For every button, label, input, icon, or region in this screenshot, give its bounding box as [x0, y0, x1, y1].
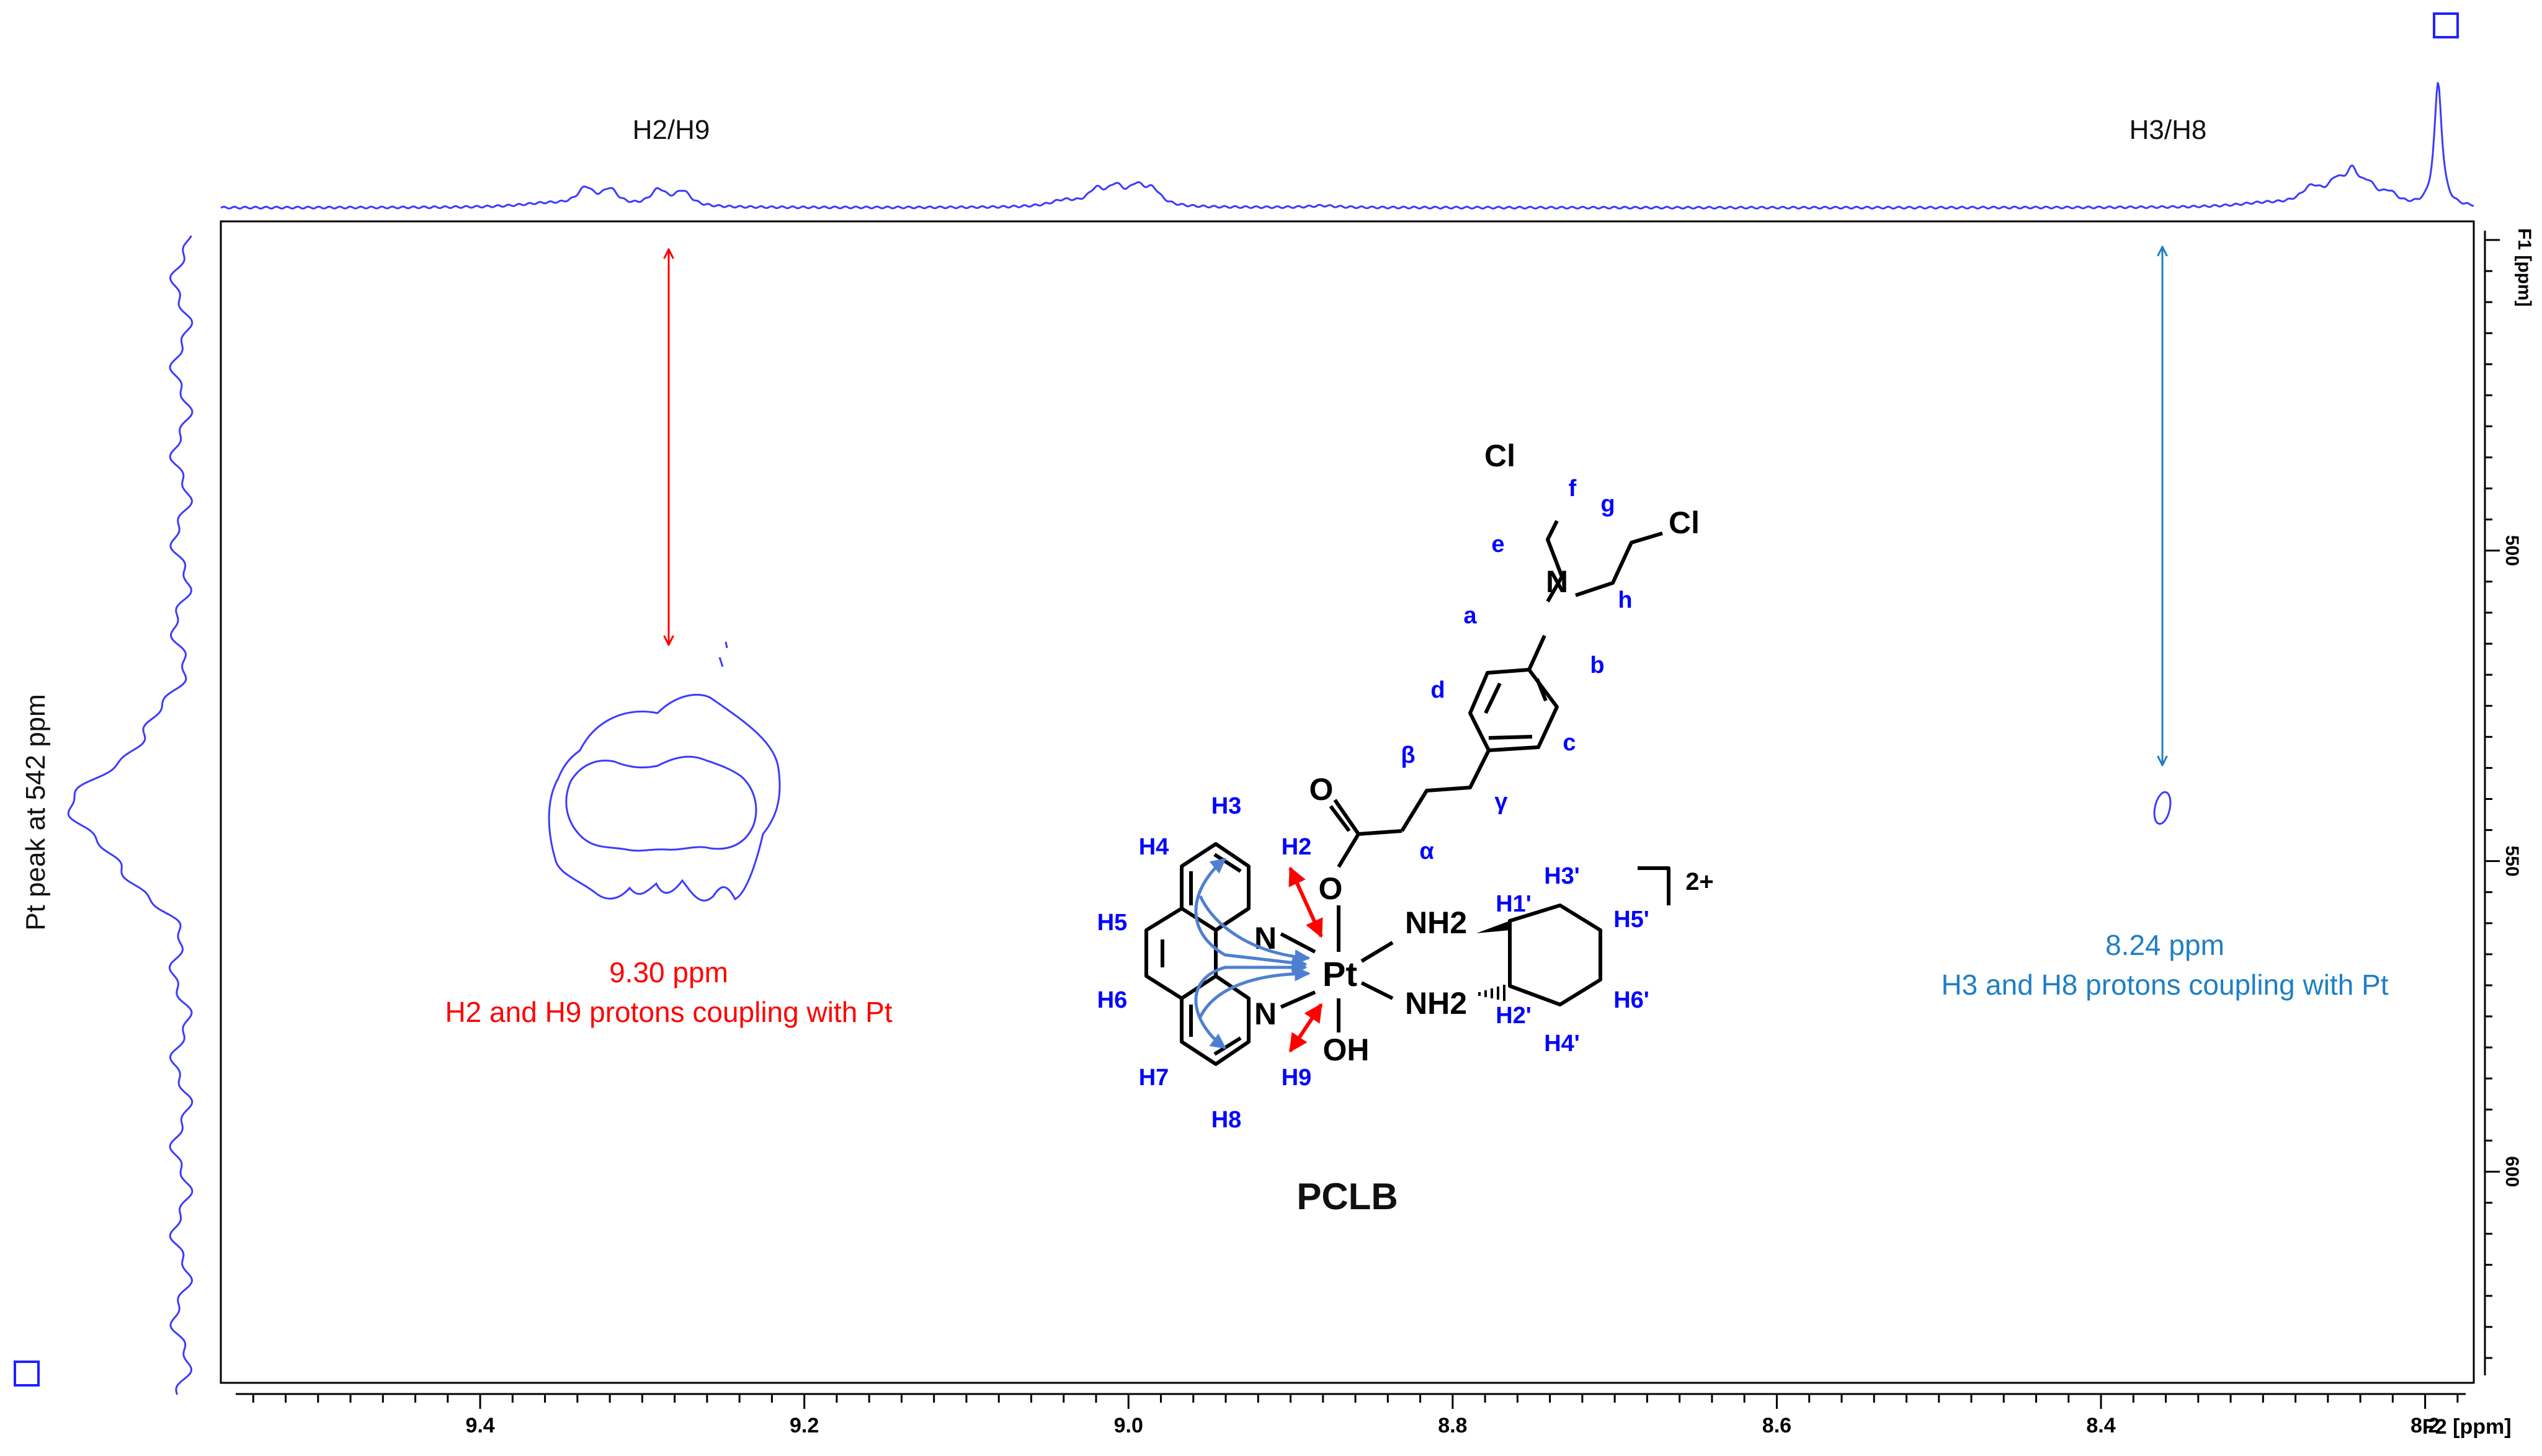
f2-peak-label-h2-h9: H2/H9 [633, 115, 710, 145]
bond-lines [1144, 520, 1670, 1066]
proton-label-h9: H9 [1282, 1065, 1312, 1091]
annotation-blue-description: H3 and H8 protons coupling with Pt [1941, 969, 2388, 1001]
annotation-red-description: H2 and H9 protons coupling with Pt [445, 996, 892, 1028]
chain-label-alpha: α [1419, 838, 1434, 864]
proton-label-h5: H5 [1097, 910, 1128, 936]
chain-label-d: d [1430, 677, 1445, 703]
proton-label-h4-prime: H4' [1544, 1031, 1580, 1057]
x-tick-label: 9.2 [790, 1414, 819, 1437]
atom-o-carbonyl: O [1309, 772, 1334, 807]
proton-label-h2-prime: H2' [1496, 1003, 1532, 1029]
atom-cl-1: Cl [1484, 438, 1515, 473]
annotation-red-ppm: 9.30 ppm [609, 956, 728, 988]
atom-o-ester: O [1319, 871, 1343, 906]
y-tick-label: 600 [2502, 1156, 2522, 1187]
proton-label-h7: H7 [1139, 1065, 1169, 1091]
atom-nh2-top: NH2 [1405, 905, 1467, 940]
chain-label-f: f [1569, 476, 1577, 502]
x-tick-label: 8.8 [1438, 1414, 1467, 1437]
chain-label-b: b [1590, 652, 1604, 678]
contour-outer [548, 693, 781, 902]
contour-speck [718, 641, 728, 667]
y-tick-label: 500 [2502, 535, 2522, 566]
x-tick-label: 8.4 [2086, 1414, 2115, 1437]
corner-square-bottom-left [14, 1361, 40, 1387]
f2-projection-trace [220, 82, 2474, 210]
proton-label-h6: H6 [1097, 987, 1128, 1013]
coupling-arrows-red [1288, 866, 1323, 1053]
proton-label-h1-prime: H1' [1496, 891, 1532, 917]
chain-label-e: e [1491, 531, 1504, 557]
atom-oh: OH [1323, 1032, 1370, 1067]
chain-label-a: a [1463, 603, 1477, 629]
annotation-blue-ppm: 8.24 ppm [2105, 929, 2224, 961]
atom-cl-2: Cl [1669, 505, 1700, 540]
cross-peak-h3-h8 [2153, 791, 2172, 825]
x-axis: 9.4 9.2 9.0 8.8 8.6 8.4 8.2 [236, 1393, 2466, 1437]
charge-label: 2+ [1685, 868, 1714, 895]
chain-label-g: g [1600, 491, 1615, 517]
f2-peak-label-h3-h8: H3/H8 [2129, 115, 2207, 145]
contour-inner [565, 755, 757, 852]
proton-label-h2: H2 [1282, 834, 1312, 860]
atom-nh2-bottom: NH2 [1405, 986, 1467, 1021]
y-axis-label: F1 [ppm] [2514, 228, 2535, 307]
x-tick-label: 9.0 [1114, 1414, 1143, 1437]
chain-label-gamma: γ [1494, 789, 1507, 815]
f1-projection-trace [67, 235, 194, 1395]
y-tick-label: 550 [2502, 846, 2522, 877]
atom-pt: Pt [1322, 954, 1357, 993]
f1-projection-label: Pt peak at 542 ppm [20, 694, 51, 931]
hash-bond [1478, 985, 1505, 1001]
chain-label-beta: β [1401, 742, 1415, 768]
proton-label-h4: H4 [1139, 834, 1169, 860]
cross-peak-h2-h9 [548, 641, 781, 902]
chain-label-c: c [1563, 730, 1576, 756]
molecule-structure: Pt N N OH O O NH2 NH2 N Cl Cl 2+ H2 H3 H… [1097, 438, 1714, 1217]
proton-label-h6-prime: H6' [1613, 987, 1649, 1013]
chain-label-h: h [1618, 587, 1632, 613]
proton-label-h8: H8 [1211, 1107, 1242, 1133]
plot-frame [220, 220, 2475, 1384]
x-tick-label: 9.4 [465, 1414, 494, 1437]
proton-label-h5-prime: H5' [1613, 907, 1649, 933]
molecule-name: PCLB [1296, 1176, 1398, 1217]
x-tick-label: 8.2 [2410, 1414, 2440, 1437]
y-axis: 500 550 600 [2484, 231, 2522, 1375]
coupling-arrows-steel [1194, 858, 1311, 1050]
wedge-bond [1476, 921, 1510, 933]
atom-n-bottom: N [1254, 997, 1277, 1031]
proton-label-h3-prime: H3' [1544, 863, 1580, 889]
atom-n-amine: N [1546, 564, 1568, 599]
corner-square-top-right [2433, 12, 2459, 38]
x-tick-label: 8.6 [1762, 1414, 1791, 1437]
x-axis-label: F2 [ppm] [2422, 1415, 2512, 1439]
proton-label-h3: H3 [1211, 793, 1242, 819]
